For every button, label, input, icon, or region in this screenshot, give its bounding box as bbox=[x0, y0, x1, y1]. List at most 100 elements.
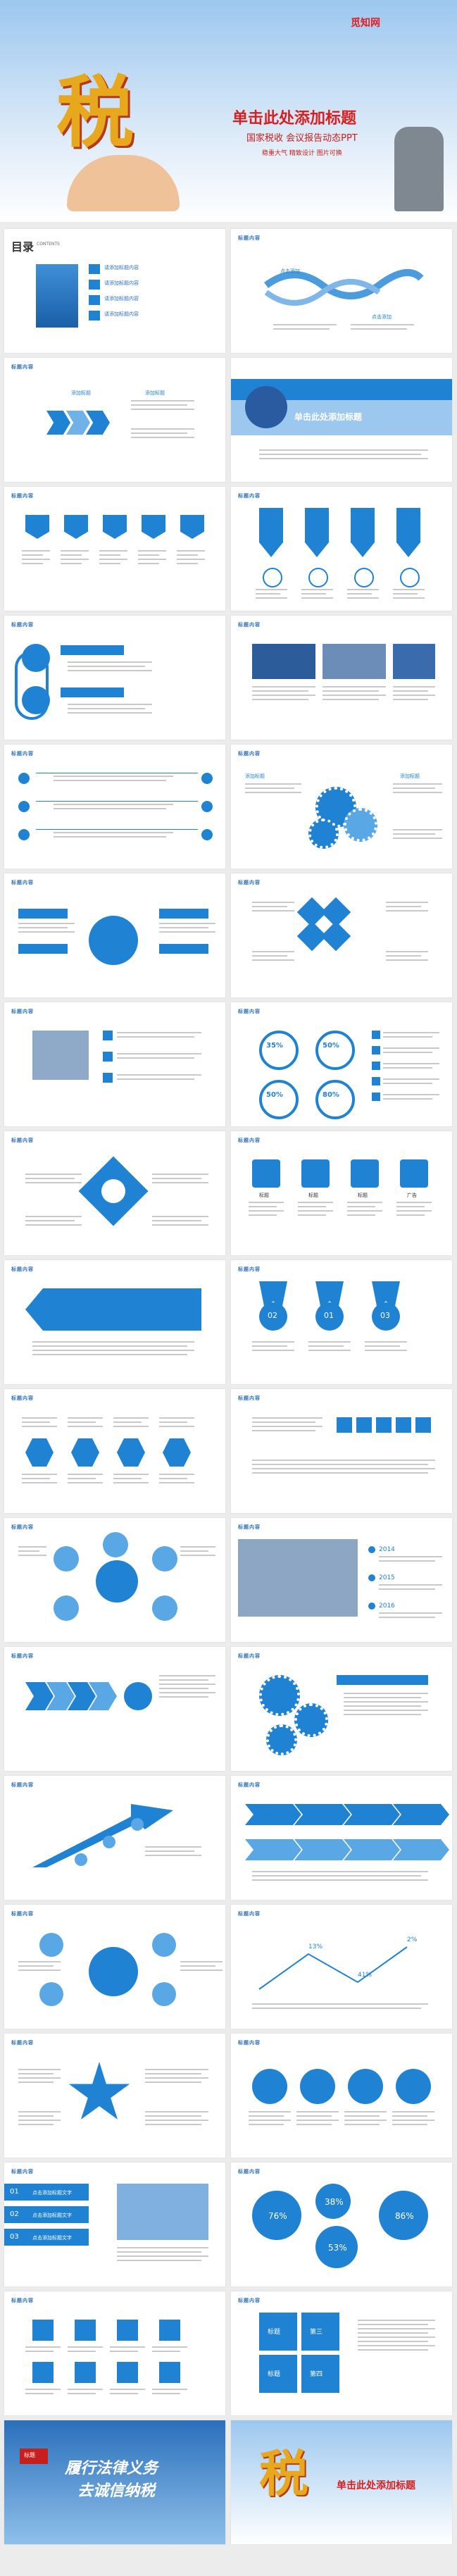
text-placeholder-line bbox=[22, 559, 50, 560]
arrow-down-tile bbox=[396, 508, 420, 557]
slide-35[interactable]: 税单击此处添加标题 bbox=[231, 2420, 452, 2544]
text-placeholder-line bbox=[18, 2082, 54, 2083]
service-icon-tile bbox=[252, 1159, 280, 1188]
slide-caption: 标题内容 bbox=[238, 2169, 261, 2174]
toc-item[interactable]: 请添加标题内容 bbox=[89, 311, 201, 322]
slide-28[interactable]: 标题内容 bbox=[4, 2034, 225, 2158]
slide-10[interactable]: 标题内容 bbox=[4, 873, 225, 997]
text-placeholder-line bbox=[152, 2393, 180, 2394]
quad-label: 标题 bbox=[268, 2329, 281, 2336]
text-placeholder-line bbox=[379, 1588, 435, 1590]
slide-6[interactable]: 标题内容 bbox=[4, 616, 225, 740]
slide-12[interactable]: 标题内容 bbox=[4, 1002, 225, 1126]
text-placeholder-line bbox=[25, 1216, 82, 1217]
slide-34[interactable]: 标题履行法律义务去诚信纳税 bbox=[4, 2420, 225, 2544]
slide-26[interactable]: 标题内容 bbox=[4, 1905, 225, 2029]
text-placeholder-line bbox=[252, 2008, 421, 2009]
text-placeholder-line bbox=[252, 1426, 323, 1427]
slide-24[interactable]: 标题内容 bbox=[4, 1776, 225, 1900]
slide-19[interactable]: 标题内容 bbox=[231, 1389, 452, 1513]
text-placeholder-line bbox=[393, 686, 435, 687]
slide-caption: 标题内容 bbox=[238, 1009, 261, 1014]
medal-number: 02 bbox=[268, 1311, 277, 1320]
slide-5[interactable]: 标题内容 bbox=[231, 487, 452, 611]
slide-25[interactable]: 标题内容 bbox=[231, 1776, 452, 1900]
slide-22[interactable]: 标题内容 bbox=[4, 1647, 225, 1771]
bubble-value: 38% bbox=[325, 2197, 344, 2207]
bubble-value: 86% bbox=[395, 2211, 414, 2221]
text-placeholder-line bbox=[110, 2393, 138, 2394]
text-placeholder-line bbox=[159, 923, 215, 924]
text-placeholder-line bbox=[365, 1341, 407, 1343]
text-placeholder-line bbox=[177, 559, 205, 560]
slide-3[interactable]: 单击此处添加标题 bbox=[231, 358, 452, 482]
text-placeholder-line bbox=[68, 704, 152, 705]
toc-item[interactable]: 请添加标题内容 bbox=[89, 264, 201, 275]
star-shape bbox=[68, 2062, 130, 2120]
slide-23[interactable]: 标题内容 bbox=[231, 1647, 452, 1771]
quad-label: 标题 bbox=[268, 2371, 281, 2378]
text-placeholder-line bbox=[347, 1214, 375, 1216]
text-placeholder-line bbox=[131, 409, 194, 410]
text-placeholder-line bbox=[68, 1474, 103, 1475]
gear-shape bbox=[308, 819, 339, 849]
text-placeholder-line bbox=[296, 2124, 332, 2125]
slide-11[interactable]: 标题内容 bbox=[231, 873, 452, 997]
text-placeholder-line bbox=[308, 1341, 351, 1343]
slide-1[interactable]: 标题内容点击添加点击添加 bbox=[231, 229, 452, 353]
numbered-band bbox=[4, 2229, 89, 2246]
text-placeholder-line bbox=[351, 328, 407, 330]
slide-29[interactable]: 标题内容 bbox=[231, 2034, 452, 2158]
node-circle bbox=[152, 1595, 177, 1621]
gear-shape bbox=[259, 1675, 300, 1716]
slide-33[interactable]: 标题内容标题第三标题第四 bbox=[231, 2291, 452, 2415]
label-bar-1 bbox=[61, 645, 124, 655]
slide-9[interactable]: 标题内容添加标题添加标题 bbox=[231, 745, 452, 869]
text-placeholder-line bbox=[159, 1692, 215, 1693]
text-placeholder-line bbox=[245, 783, 301, 785]
text-placeholder-line bbox=[358, 2324, 428, 2325]
text-placeholder-line bbox=[393, 838, 442, 839]
slide-15[interactable]: 标题内容标题标题标题广告 bbox=[231, 1131, 452, 1255]
text-placeholder-line bbox=[252, 906, 287, 907]
slide-caption: 标题内容 bbox=[11, 1653, 34, 1659]
tag-right-1 bbox=[159, 909, 208, 919]
text-placeholder-line bbox=[99, 550, 127, 552]
slide-caption: 标题内容 bbox=[238, 2298, 261, 2303]
process-chevron-2 bbox=[294, 1839, 351, 1860]
slide-7[interactable]: 标题内容 bbox=[231, 616, 452, 740]
slide-14[interactable]: 标题内容 bbox=[4, 1131, 225, 1255]
toc-item[interactable]: 请添加标题内容 bbox=[89, 280, 201, 291]
slide-2[interactable]: 标题内容添加标题添加标题 bbox=[4, 358, 225, 482]
text-placeholder-line bbox=[358, 2345, 435, 2346]
slide-16[interactable]: 标题内容 bbox=[4, 1260, 225, 1384]
text-placeholder-line bbox=[99, 559, 127, 560]
text-placeholder-line bbox=[22, 1482, 57, 1483]
slide-18[interactable]: 标题内容 bbox=[4, 1389, 225, 1513]
text-placeholder-line bbox=[117, 2255, 208, 2257]
text-placeholder-line bbox=[68, 712, 152, 714]
ending-line-2: 去诚信纳税 bbox=[77, 2482, 156, 2500]
text-placeholder-line bbox=[159, 1675, 215, 1676]
slide-4[interactable]: 标题内容 bbox=[4, 487, 225, 611]
text-placeholder-line bbox=[386, 955, 421, 957]
quad-tile bbox=[301, 2313, 339, 2351]
slide-20[interactable]: 标题内容 bbox=[4, 1518, 225, 1642]
process-chevron bbox=[344, 1804, 400, 1825]
text-placeholder-line bbox=[252, 1879, 428, 1881]
slide-8[interactable]: 标题内容 bbox=[4, 745, 225, 869]
hexagon-tile bbox=[25, 1438, 54, 1467]
feature-icon-tile bbox=[25, 515, 49, 539]
stat-circle bbox=[396, 2069, 431, 2104]
orbit-circle bbox=[39, 1982, 63, 2006]
calculator-photo bbox=[32, 1031, 89, 1080]
toc-item[interactable]: 请添加标题内容 bbox=[89, 295, 201, 306]
slide-32[interactable]: 标题内容 bbox=[4, 2291, 225, 2415]
